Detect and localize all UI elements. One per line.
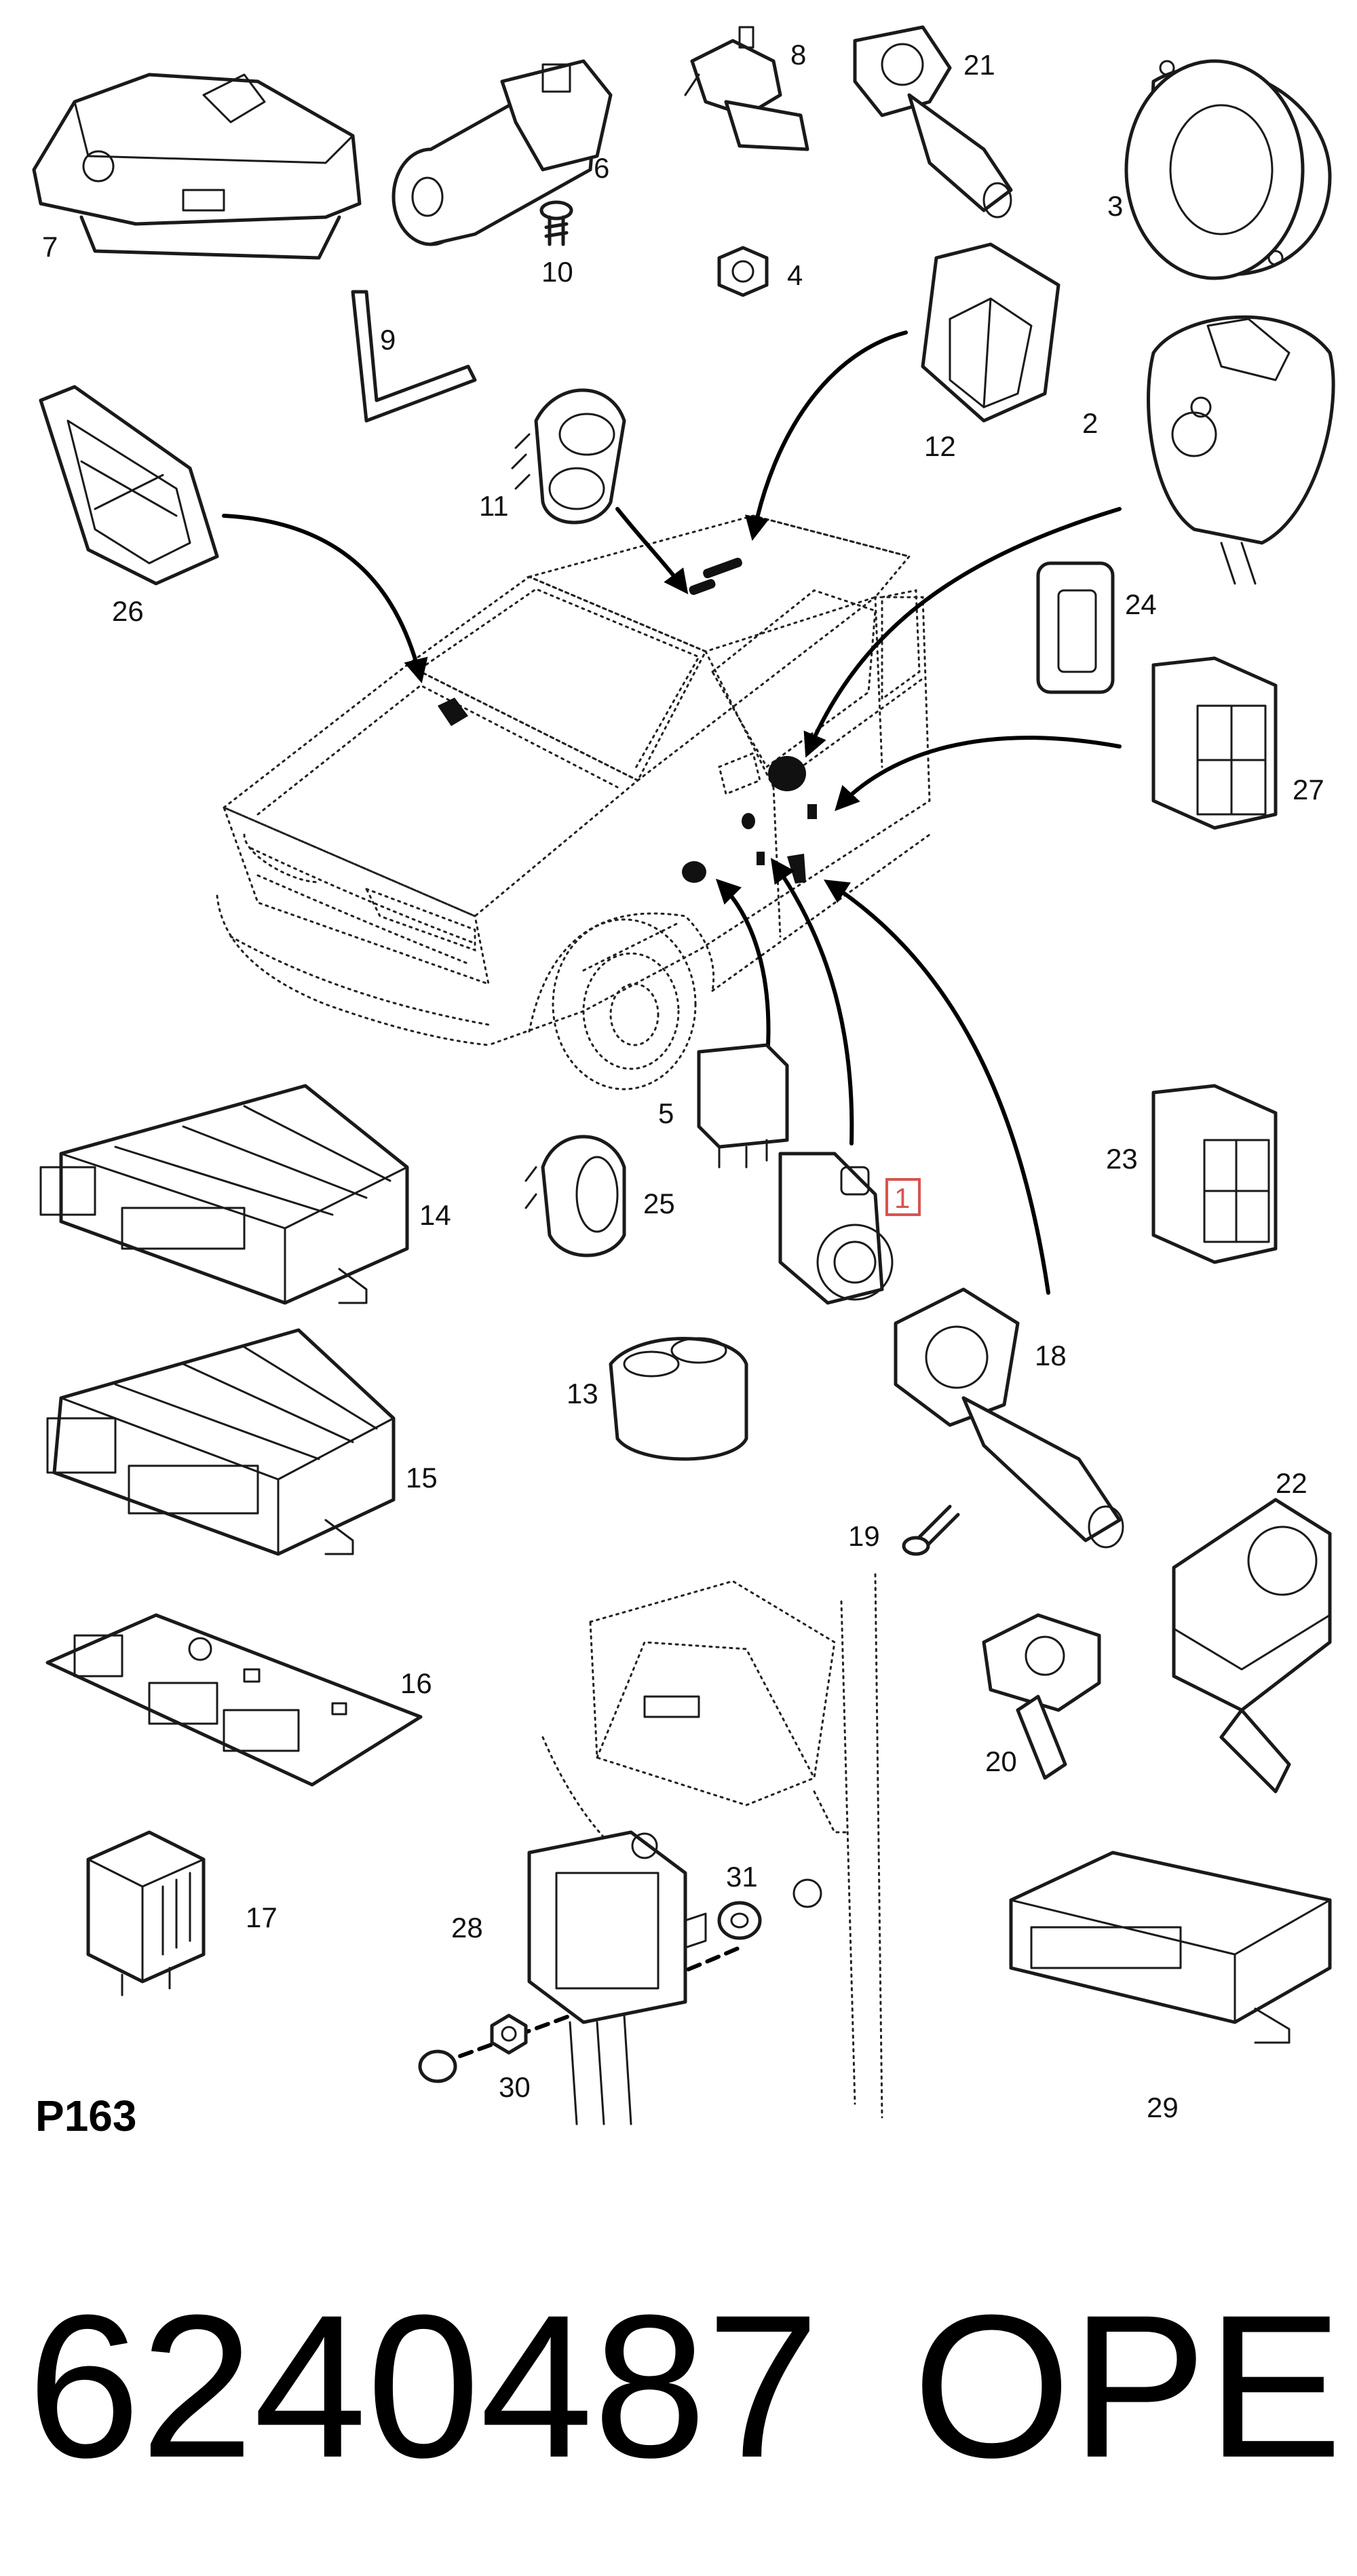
door-screws xyxy=(631,1832,822,1908)
label-25: 25 xyxy=(643,1188,675,1219)
label-4: 4 xyxy=(787,259,803,291)
label-20: 20 xyxy=(985,1745,1017,1777)
label-8: 8 xyxy=(790,39,806,71)
label-31: 31 xyxy=(726,1861,758,1893)
part-number-labels: 7 6 10 8 21 3 4 9 12 2 11 26 24 27 5 14 … xyxy=(42,39,1324,2123)
part-11-switch xyxy=(511,388,626,525)
label-30: 30 xyxy=(499,2071,531,2103)
part-22-regulator-motor xyxy=(1172,1498,1332,1794)
part-number: 6240487 xyxy=(27,2272,820,2500)
part-9-hex-key xyxy=(351,290,477,423)
part-15-control-module xyxy=(46,1328,396,1556)
label-9: 9 xyxy=(380,324,396,356)
label-16: 16 xyxy=(400,1667,432,1699)
part-1-mirror-switch xyxy=(778,1152,894,1305)
label-27: 27 xyxy=(1293,774,1324,806)
label-15: 15 xyxy=(406,1462,438,1494)
label-29: 29 xyxy=(1147,2091,1179,2123)
part-8-actuator xyxy=(684,26,809,151)
part-4-nut xyxy=(717,246,769,297)
pointer-arrows xyxy=(222,330,1122,2065)
part-20-motor xyxy=(982,1613,1101,1780)
car-illustration xyxy=(216,514,931,1091)
part-24-cover xyxy=(1036,561,1115,694)
label-14: 14 xyxy=(419,1199,451,1231)
label-10: 10 xyxy=(541,256,573,288)
part-19-screw xyxy=(902,1504,960,1556)
part-26-bracket xyxy=(39,385,219,586)
label-6: 6 xyxy=(594,152,609,184)
label-21: 21 xyxy=(963,49,995,81)
label-1[interactable]: 1 xyxy=(894,1182,910,1214)
label-19: 19 xyxy=(848,1520,880,1552)
label-7: 7 xyxy=(42,231,58,263)
part-3-speaker xyxy=(1124,59,1332,280)
part-5-relay xyxy=(697,1043,789,1169)
highlight-box-part-1 xyxy=(885,1178,921,1216)
part-6-motor xyxy=(391,59,613,246)
brand-name: OPEL xyxy=(913,2272,1357,2500)
label-12: 12 xyxy=(924,430,956,462)
label-23: 23 xyxy=(1106,1143,1138,1175)
label-26: 26 xyxy=(112,595,144,627)
part-13-switch xyxy=(609,1337,748,1461)
part-30-nut xyxy=(418,2013,528,2083)
label-11: 11 xyxy=(479,490,509,522)
label-13: 13 xyxy=(567,1378,598,1409)
part-10-screw xyxy=(539,200,573,246)
label-5: 5 xyxy=(658,1097,674,1129)
label-22: 22 xyxy=(1276,1467,1307,1499)
label-24: 24 xyxy=(1125,588,1157,620)
part-31-grommet xyxy=(717,1901,762,1940)
page-code: P163 xyxy=(35,2091,136,2140)
part-21-motor xyxy=(853,25,1013,219)
label-18: 18 xyxy=(1035,1340,1067,1371)
part-29-control-module xyxy=(1009,1851,1332,2044)
part-12-switch xyxy=(921,242,1060,423)
part-2-mirror-motor xyxy=(1147,315,1335,585)
label-17: 17 xyxy=(246,1901,278,1933)
label-3: 3 xyxy=(1107,190,1123,222)
part-23-window-switch xyxy=(1151,1084,1278,1264)
part-28-control-unit xyxy=(527,1830,707,2125)
part-16-circuit-board xyxy=(45,1613,423,1787)
label-28: 28 xyxy=(451,1912,483,1944)
part-17-relay xyxy=(86,1830,206,1996)
part-14-control-module xyxy=(39,1084,409,1305)
part-7-actuator xyxy=(32,73,362,260)
part-27-window-switch xyxy=(1151,656,1278,830)
part-18-window-motor xyxy=(894,1287,1124,1549)
part-25-switch xyxy=(524,1135,626,1257)
door-mirror-housing xyxy=(541,1573,883,2119)
label-2: 2 xyxy=(1082,407,1098,439)
